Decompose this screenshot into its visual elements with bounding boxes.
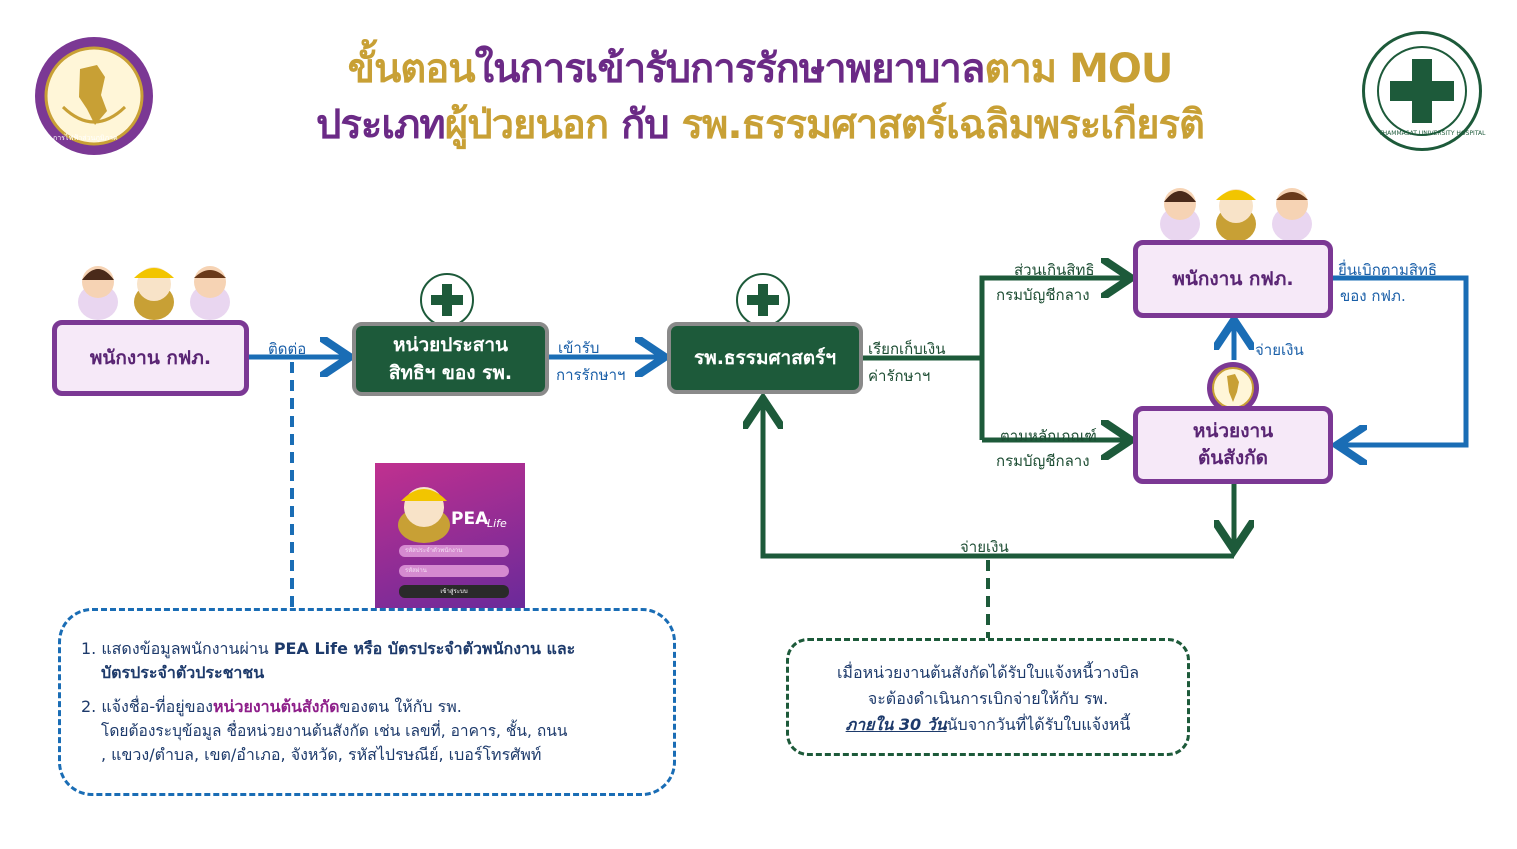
payment-deadline-note: เมื่อหน่วยงานต้นสังกัดได้รับใบแจ้งหนี้วา… — [786, 638, 1190, 756]
note-text: 1. แสดงข้อมูลพนักงานผ่าน — [81, 639, 274, 658]
treat-label: การรักษาฯ — [556, 366, 626, 384]
employee-box: พนักงาน กฟภ. — [52, 320, 249, 396]
note-text: ของตน ให้กับ รพ. — [339, 697, 462, 716]
title-line-2: ประเภทผู้ป่วยนอก กับ รพ.ธรรมศาสตร์เฉลิมพ… — [180, 92, 1340, 156]
note-text: เมื่อหน่วยงานต้นสังกัดได้รับใบแจ้งหนี้วา… — [836, 663, 1140, 682]
employees-illustration-2 — [1152, 180, 1322, 242]
deadline-text: ภายใน 30 วัน — [845, 715, 947, 734]
excess-label: ส่วนเกินสิทธิ — [1014, 261, 1095, 279]
claim-label: ของ กฟภ. — [1340, 287, 1406, 305]
bill-label: ค่ารักษาฯ — [868, 367, 931, 385]
title-part: ประเภท — [316, 102, 446, 148]
note-text: , แขวง/ตำบล, เขต/อำเภอ, จังหวัด, รหัสไปร… — [101, 745, 542, 764]
pay-up-label: จ่ายเงิน — [1255, 341, 1304, 359]
app-name: PEA — [451, 509, 489, 529]
app-button-text: เข้าสู่ระบบ — [440, 588, 468, 595]
note-text-bold: บัตรประจำตัวประชาชน — [101, 663, 265, 682]
pea-logo-text: การไฟฟ้าส่วนภูมิภาค — [53, 134, 118, 142]
note-text: 2. แจ้งชื่อ-ที่อยู่ของ — [81, 697, 213, 716]
app-username-field: รหัสประจำตัวพนักงาน — [399, 545, 509, 557]
coordinator-line: สิทธิฯ ของ รพ. — [388, 362, 513, 384]
contact-label: ติดต่อ — [268, 340, 307, 358]
pay-bottom-label: จ่ายเงิน — [960, 538, 1009, 556]
bill-label: เรียกเก็บเงิน — [868, 340, 946, 358]
hospital-seal-icon — [736, 273, 790, 327]
app-field-text: รหัสผ่าน — [405, 567, 427, 574]
excess-label: กรมบัญชีกลาง — [996, 286, 1090, 304]
app-name-script: Life — [487, 517, 507, 530]
employees-illustration — [70, 258, 240, 320]
deadline-line: ภายใน 30 วันนับจากวันที่ได้รับใบแจ้งหนี้ — [789, 713, 1187, 737]
app-password-field: รหัสผ่าน — [399, 565, 509, 577]
pea-seal-icon — [1207, 362, 1259, 414]
employee-box-2-label: พนักงาน กฟภ. — [1172, 268, 1294, 290]
note-text-bold: PEA Life หรือ บัตรประจำตัวพนักงาน และ — [273, 639, 576, 658]
title-part: ผู้ป่วยนอก — [444, 102, 609, 148]
unit-line: หน่วยงาน — [1192, 420, 1274, 442]
criteria-label: ตามหลักเกณฑ์ — [1000, 427, 1097, 445]
coordinator-box: หน่วยประสานสิทธิฯ ของ รพ. — [352, 322, 549, 396]
title-part: ตาม MOU — [984, 46, 1173, 92]
unit-line: ต้นสังกัด — [1197, 447, 1269, 469]
app-field-text: รหัสประจำตัวพนักงาน — [405, 547, 463, 554]
coordinator-line: หน่วยประสาน — [392, 334, 509, 356]
title-part: ขั้นตอน — [347, 46, 476, 92]
note-text: โดยต้องระบุข้อมูล ชื่อหน่วยงานต้นสังกัด … — [101, 722, 568, 740]
hospital-box-label: รพ.ธรรมศาสตร์ฯ — [693, 347, 837, 369]
title-part: รพ.ธรรมศาสตร์เฉลิมพระเกียรติ — [681, 102, 1205, 148]
instruction-item-1: 1. แสดงข้อมูลพนักงานผ่าน PEA Life หรือ บ… — [81, 637, 575, 661]
title-part: กับ — [608, 102, 682, 148]
pea-logo: การไฟฟ้าส่วนภูมิภาค — [35, 37, 153, 155]
app-login-button: เข้าสู่ระบบ — [399, 585, 509, 598]
pea-life-app-screenshot: PEA Life รหัสประจำตัวพนักงาน รหัสผ่าน เข… — [375, 463, 525, 608]
hospital-logo: THAMMASAT UNIVERSITY HOSPITAL — [1362, 31, 1486, 151]
hospital-logo-text: THAMMASAT UNIVERSITY HOSPITAL — [1379, 130, 1486, 137]
hospital-seal-icon — [420, 273, 474, 327]
criteria-label: กรมบัญชีกลาง — [996, 452, 1090, 470]
employee-box-2: พนักงาน กฟภ. — [1133, 240, 1333, 318]
note-text: จะต้องดำเนินการเบิกจ่ายให้กับ รพ. — [867, 689, 1109, 708]
hospital-box: รพ.ธรรมศาสตร์ฯ — [667, 322, 863, 394]
note-text-highlight: หน่วยงานต้นสังกัด — [212, 697, 340, 716]
note-text: นับจากวันที่ได้รับใบแจ้งหนี้ — [946, 715, 1131, 734]
instructions-note: 1. แสดงข้อมูลพนักงานผ่าน PEA Life หรือ บ… — [58, 608, 676, 796]
claim-label: ยื่นเบิกตามสิทธิ — [1338, 261, 1438, 279]
title-part: ในการเข้ารับการรักษาพยาบาล — [474, 46, 986, 92]
treat-label: เข้ารับ — [558, 339, 600, 357]
employee-box-label: พนักงาน กฟภ. — [89, 347, 212, 369]
instruction-item-2: 2. แจ้งชื่อ-ที่อยู่ของหน่วยงานต้นสังกัดข… — [81, 695, 462, 719]
unit-box: หน่วยงานต้นสังกัด — [1133, 406, 1333, 484]
mascot-icon — [398, 487, 450, 543]
title-line-1: ขั้นตอนในการเข้ารับการรักษาพยาบาลตาม MOU — [180, 36, 1340, 100]
